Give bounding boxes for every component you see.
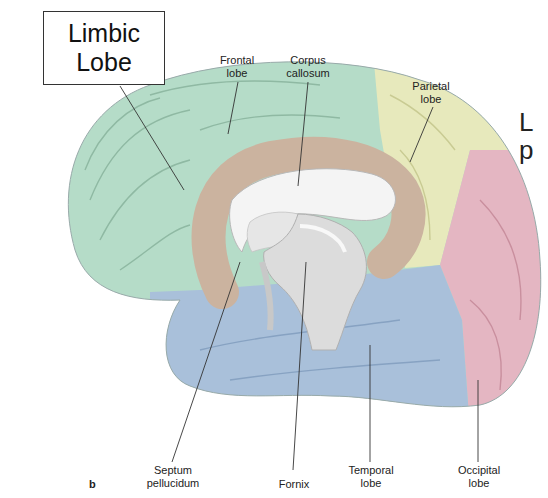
callout-box: Limbic Lobe bbox=[43, 11, 165, 85]
panel-letter: b bbox=[89, 478, 103, 491]
region-label: Frontal lobe bbox=[210, 54, 264, 79]
leader-line bbox=[172, 262, 240, 462]
occipital-gyri bbox=[470, 200, 521, 390]
leader-line bbox=[478, 380, 479, 462]
leader-line bbox=[410, 107, 433, 162]
fornix-structure bbox=[300, 226, 345, 252]
leader-line bbox=[370, 345, 371, 462]
structure-label: Fornix bbox=[273, 478, 315, 491]
leader-line bbox=[298, 82, 308, 186]
region-label: Temporal lobe bbox=[342, 464, 400, 489]
optic-structure bbox=[262, 262, 271, 330]
frontal-region bbox=[40, 40, 548, 440]
leader-line bbox=[120, 86, 184, 190]
cut-off-text: p bbox=[519, 136, 548, 166]
callout-title: Limbic Lobe bbox=[44, 19, 164, 77]
structure-label: Septum pellucidum bbox=[138, 464, 208, 489]
leader-line bbox=[228, 82, 238, 134]
cut-off-text: L bbox=[519, 108, 548, 138]
region-label: Occipital lobe bbox=[450, 464, 508, 489]
region-label: Parietal lobe bbox=[404, 80, 458, 105]
leader-lines bbox=[120, 82, 478, 470]
leader-line bbox=[293, 262, 306, 470]
brain-regions bbox=[40, 40, 548, 440]
brain-outline bbox=[68, 62, 540, 407]
structure-label: Corpus callosum bbox=[275, 54, 341, 79]
diencephalon bbox=[264, 214, 367, 350]
